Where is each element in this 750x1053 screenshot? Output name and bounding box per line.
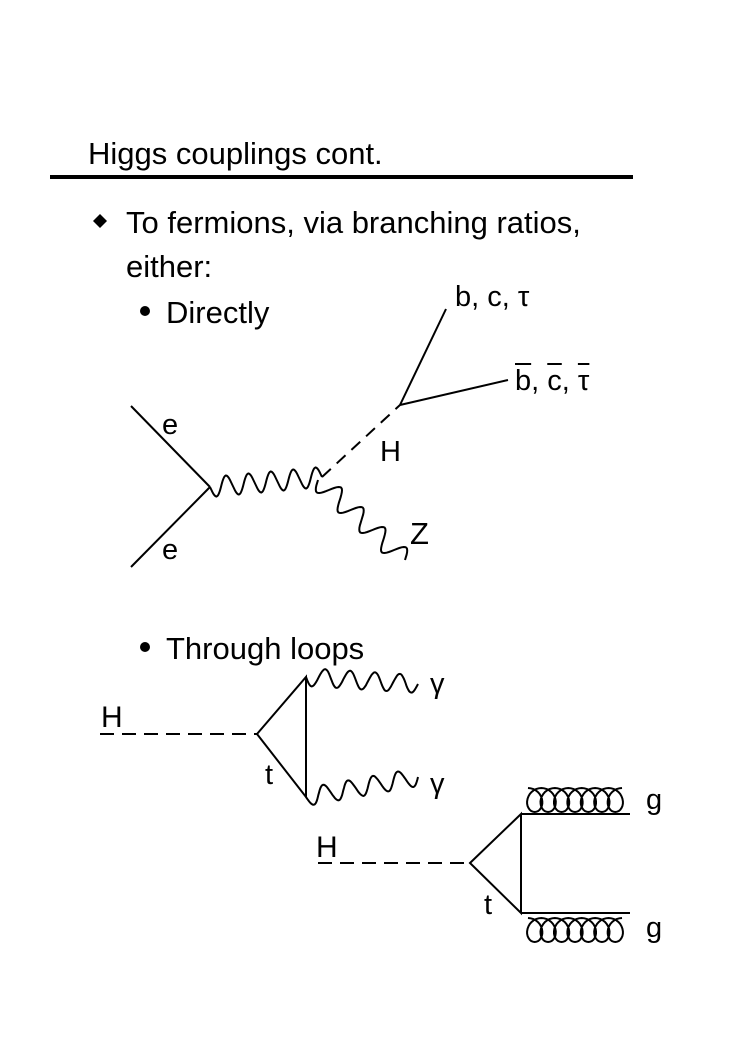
top-quark-label: t [265, 759, 274, 791]
electron-label: e [162, 534, 179, 566]
anti-b-label: b [515, 365, 532, 397]
z-label: Z [410, 516, 429, 551]
top-loop-triangle [255, 674, 307, 800]
gluon-label: g [646, 784, 663, 816]
photon-label: γ [430, 768, 445, 800]
fermions-label: b, c, τ [455, 281, 530, 313]
z-boson-line [314, 479, 409, 561]
photon-line [305, 770, 419, 806]
separator: , [531, 365, 548, 397]
higgs-dashed-line [321, 404, 401, 478]
anti-c-label: c [547, 365, 562, 397]
separator: , [561, 365, 578, 397]
title-underline [50, 175, 633, 179]
page-title: Higgs couplings cont. [88, 136, 383, 171]
gluon-coil [526, 786, 624, 814]
sub-bullet-loops: Through loops [166, 631, 365, 666]
photon-line [305, 668, 419, 694]
higgs-label: H [316, 831, 338, 864]
electron-line-bottom [130, 486, 211, 568]
diamond-bullet-icon [93, 214, 107, 228]
dot-bullet-icon [140, 306, 150, 316]
electron-label: e [162, 409, 179, 441]
electron-line-top [130, 405, 211, 488]
gluon-coil [526, 916, 624, 944]
photon-label: γ [430, 668, 445, 700]
gluon-label: g [646, 912, 663, 944]
bullet-line-1: To fermions, via branching ratios, [126, 205, 581, 240]
dot-bullet-icon [140, 642, 150, 652]
bullet-line-2: either: [126, 249, 213, 284]
fermion-line [399, 308, 447, 406]
anti-tau-label: τ [577, 365, 590, 397]
boson-propagator [209, 466, 323, 498]
sub-bullet-directly: Directly [166, 295, 270, 330]
antifermions-label: b, c, τ [515, 367, 589, 396]
higgs-label: H [101, 701, 123, 734]
antifermion-line [399, 379, 509, 406]
top-loop-triangle [468, 811, 522, 916]
higgs-label: H [380, 436, 401, 468]
top-quark-label: t [484, 889, 493, 921]
